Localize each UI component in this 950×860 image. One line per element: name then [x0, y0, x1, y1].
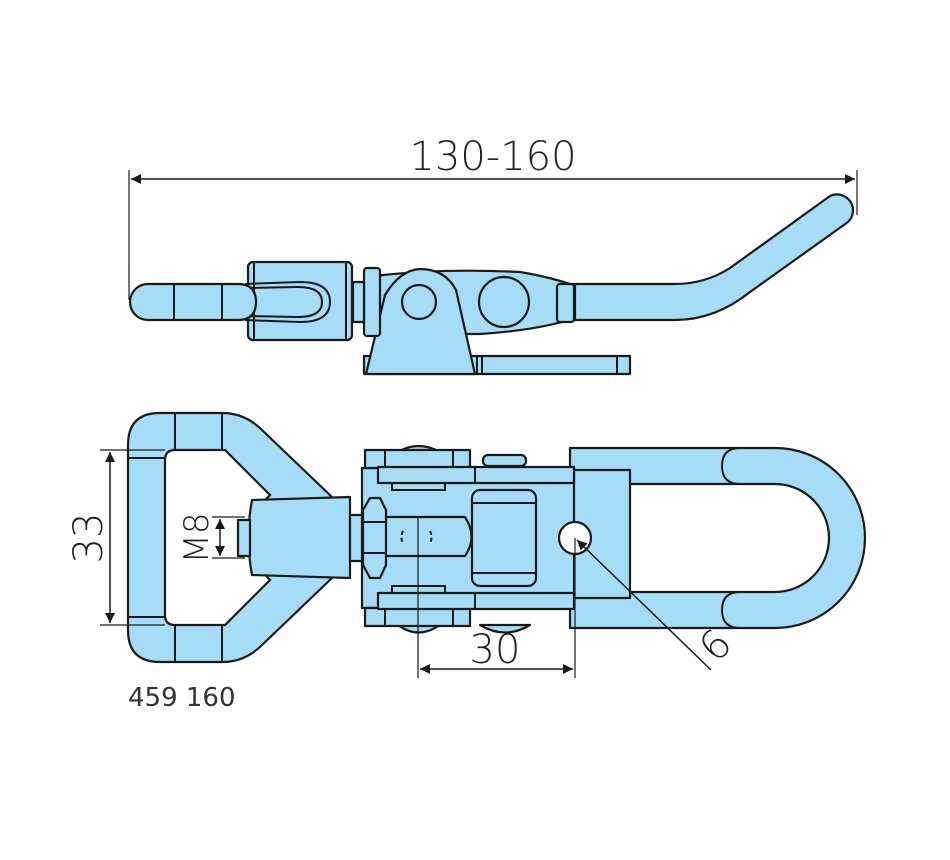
length-dimension-label: 130-160 [409, 134, 576, 180]
pivot-pin [477, 275, 531, 329]
bolt [378, 515, 473, 558]
shackle-rod [128, 282, 258, 322]
roller [470, 488, 538, 588]
thread-dimension-label: M8 [177, 513, 217, 564]
spacing-dimension-label: 30 [470, 627, 521, 673]
thread-end [236, 518, 252, 558]
hex-nut [361, 496, 388, 580]
coupling-block [246, 260, 354, 342]
lever-handle [563, 193, 855, 322]
top-view: 33 M8 30 6 459 160 [66, 411, 867, 713]
u-shackle [568, 446, 867, 630]
mounting-bracket [364, 267, 477, 376]
threaded-hub [247, 495, 352, 580]
pivot-pin [400, 283, 438, 321]
side-view: 130-160 [128, 134, 858, 376]
height-dimension-label: 33 [66, 513, 112, 564]
hole-leader-line [576, 539, 712, 671]
article-number: 459 160 [128, 683, 236, 713]
hex-nut [362, 266, 382, 338]
